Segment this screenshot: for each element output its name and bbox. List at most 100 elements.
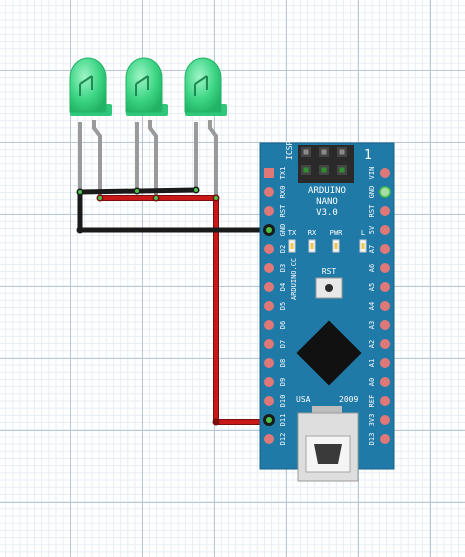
pin-label-left-rx0: RX0 bbox=[279, 186, 287, 199]
indicator-led-die bbox=[361, 243, 365, 249]
pin-pad-right-a3[interactable] bbox=[380, 320, 390, 330]
indicator-led-label-rx: RX bbox=[308, 229, 317, 237]
pin-pad-right-a5[interactable] bbox=[380, 282, 390, 292]
pin-pad-right-a0[interactable] bbox=[380, 377, 390, 387]
usb-port bbox=[314, 444, 342, 464]
led-3-lens bbox=[184, 57, 222, 113]
connected-end bbox=[78, 190, 82, 194]
board-name-line1: ARDUINO bbox=[308, 186, 346, 196]
pin-label-right-a5: A5 bbox=[368, 283, 376, 291]
microcontroller-chip bbox=[296, 320, 362, 386]
pin-label-right-rst: RST bbox=[368, 204, 376, 217]
connected-end bbox=[98, 196, 102, 200]
pin-pad-left-rst[interactable] bbox=[264, 206, 274, 216]
pin-label-left-d3: D3 bbox=[279, 264, 287, 272]
pin-label-left-d7: D7 bbox=[279, 340, 287, 348]
pin-pad-left-d4[interactable] bbox=[264, 282, 274, 292]
pin-label-left-d8: D8 bbox=[279, 359, 287, 367]
green-led-1[interactable] bbox=[69, 57, 112, 198]
header-pins: TX1RX0RSTGNDD2D3D4D5D6D7D8D9D10D11D12VIN… bbox=[263, 167, 391, 446]
pin-label-right-d13: D13 bbox=[368, 433, 376, 446]
icsp-header[interactable] bbox=[298, 145, 354, 183]
wire-group bbox=[76, 186, 270, 426]
indicator-led-label-pwr: PWR bbox=[330, 229, 343, 237]
origin-label: USA bbox=[296, 395, 311, 404]
junction-dot bbox=[212, 418, 220, 426]
board-name-line2: NANO bbox=[316, 197, 338, 207]
pin-pad-right-rst[interactable] bbox=[380, 206, 390, 216]
pin-pad-right-a4[interactable] bbox=[380, 301, 390, 311]
pin-pad-right-vin[interactable] bbox=[380, 168, 390, 178]
led-2-lens bbox=[125, 57, 163, 113]
pin-label-right-a4: A4 bbox=[368, 302, 376, 310]
led-1-cathode-leg bbox=[92, 120, 102, 198]
pin-label-left-d6: D6 bbox=[279, 321, 287, 329]
pin-connected-indicator bbox=[266, 227, 272, 233]
pin-pad-right-d13[interactable] bbox=[380, 434, 390, 444]
led-2-die bbox=[135, 75, 149, 96]
pin-pad-left-rx0[interactable] bbox=[264, 187, 274, 197]
pin-pad-left-tx1[interactable] bbox=[264, 168, 274, 178]
pin-pad-left-d9[interactable] bbox=[264, 377, 274, 387]
indicator-led-label-tx: TX bbox=[288, 229, 297, 237]
pin-pad-right-a7[interactable] bbox=[380, 244, 390, 254]
pin-pad-left-d7[interactable] bbox=[264, 339, 274, 349]
pin-pad-right-a1[interactable] bbox=[380, 358, 390, 368]
pin-pad-right-ref[interactable] bbox=[380, 396, 390, 406]
pin-label-right-a1: A1 bbox=[368, 359, 376, 367]
pin-label-right-a0: A0 bbox=[368, 378, 376, 386]
pin-label-left-d11: D11 bbox=[279, 414, 287, 427]
pin-pad-left-d10[interactable] bbox=[264, 396, 274, 406]
icsp-label: ICSP bbox=[285, 141, 294, 160]
pin-pad-right-a6[interactable] bbox=[380, 263, 390, 273]
pin-label-left-d2: D2 bbox=[279, 245, 287, 253]
arduino-nano-board[interactable]: ICSP 1 ARDUINO NANO V3.0 ARDUINO.CC TX RX… bbox=[259, 141, 395, 482]
pin-label-right-a2: A2 bbox=[368, 340, 376, 348]
pin-label-left-rst: RST bbox=[279, 204, 287, 217]
pin-pad-left-d5[interactable] bbox=[264, 301, 274, 311]
pin-label-right-ref: REF bbox=[368, 395, 376, 408]
connected-end bbox=[214, 196, 218, 200]
icsp-pin bbox=[321, 149, 327, 155]
indicator-leds: TX RX PWR L bbox=[288, 229, 367, 253]
pin-label-left-d12: D12 bbox=[279, 433, 287, 446]
pin-label-right-3v3: 3V3 bbox=[368, 414, 376, 427]
pin-label-right-gnd: GND bbox=[368, 186, 376, 199]
pin-label-left-d9: D9 bbox=[279, 378, 287, 386]
indicator-led-die bbox=[310, 243, 314, 249]
year-label: 2009 bbox=[339, 395, 358, 404]
pin-label-left-d4: D4 bbox=[279, 283, 287, 291]
usb-connector[interactable] bbox=[297, 406, 359, 482]
led-3-die bbox=[194, 75, 208, 96]
pin-label-left-d10: D10 bbox=[279, 395, 287, 408]
icsp-pin bbox=[303, 167, 309, 173]
green-led-3[interactable] bbox=[184, 57, 227, 198]
pin-pad-left-d6[interactable] bbox=[264, 320, 274, 330]
pin-pad-right-5v[interactable] bbox=[380, 225, 390, 235]
led-1-lens bbox=[69, 57, 107, 113]
connected-end bbox=[194, 188, 198, 192]
indicator-led-label-l: L bbox=[361, 229, 365, 237]
pin-pad-right-3v3[interactable] bbox=[380, 415, 390, 425]
pin-pad-left-d12[interactable] bbox=[264, 434, 274, 444]
led-3-cathode-leg bbox=[208, 120, 218, 198]
pin-pad-left-d8[interactable] bbox=[264, 358, 274, 368]
connected-end bbox=[154, 196, 158, 200]
icsp-pin-one-label: 1 bbox=[364, 148, 372, 163]
connected-end bbox=[135, 189, 139, 193]
board-site-label: ARDUINO.CC bbox=[290, 258, 298, 300]
pin-pad-left-d2[interactable] bbox=[264, 244, 274, 254]
board-version: V3.0 bbox=[316, 208, 338, 218]
pin-pad-right-a2[interactable] bbox=[380, 339, 390, 349]
green-led-2[interactable] bbox=[125, 57, 168, 198]
pin-label-right-a6: A6 bbox=[368, 264, 376, 272]
pin-label-right-a3: A3 bbox=[368, 321, 376, 329]
pin-label-left-gnd: GND bbox=[279, 224, 287, 237]
pin-label-right-5v: 5V bbox=[368, 225, 376, 234]
pin-pad-right-gnd[interactable] bbox=[379, 186, 391, 198]
led-group bbox=[69, 57, 227, 198]
usb-socket bbox=[305, 435, 351, 473]
pin-label-right-a7: A7 bbox=[368, 245, 376, 253]
pin-pad-left-d3[interactable] bbox=[264, 263, 274, 273]
